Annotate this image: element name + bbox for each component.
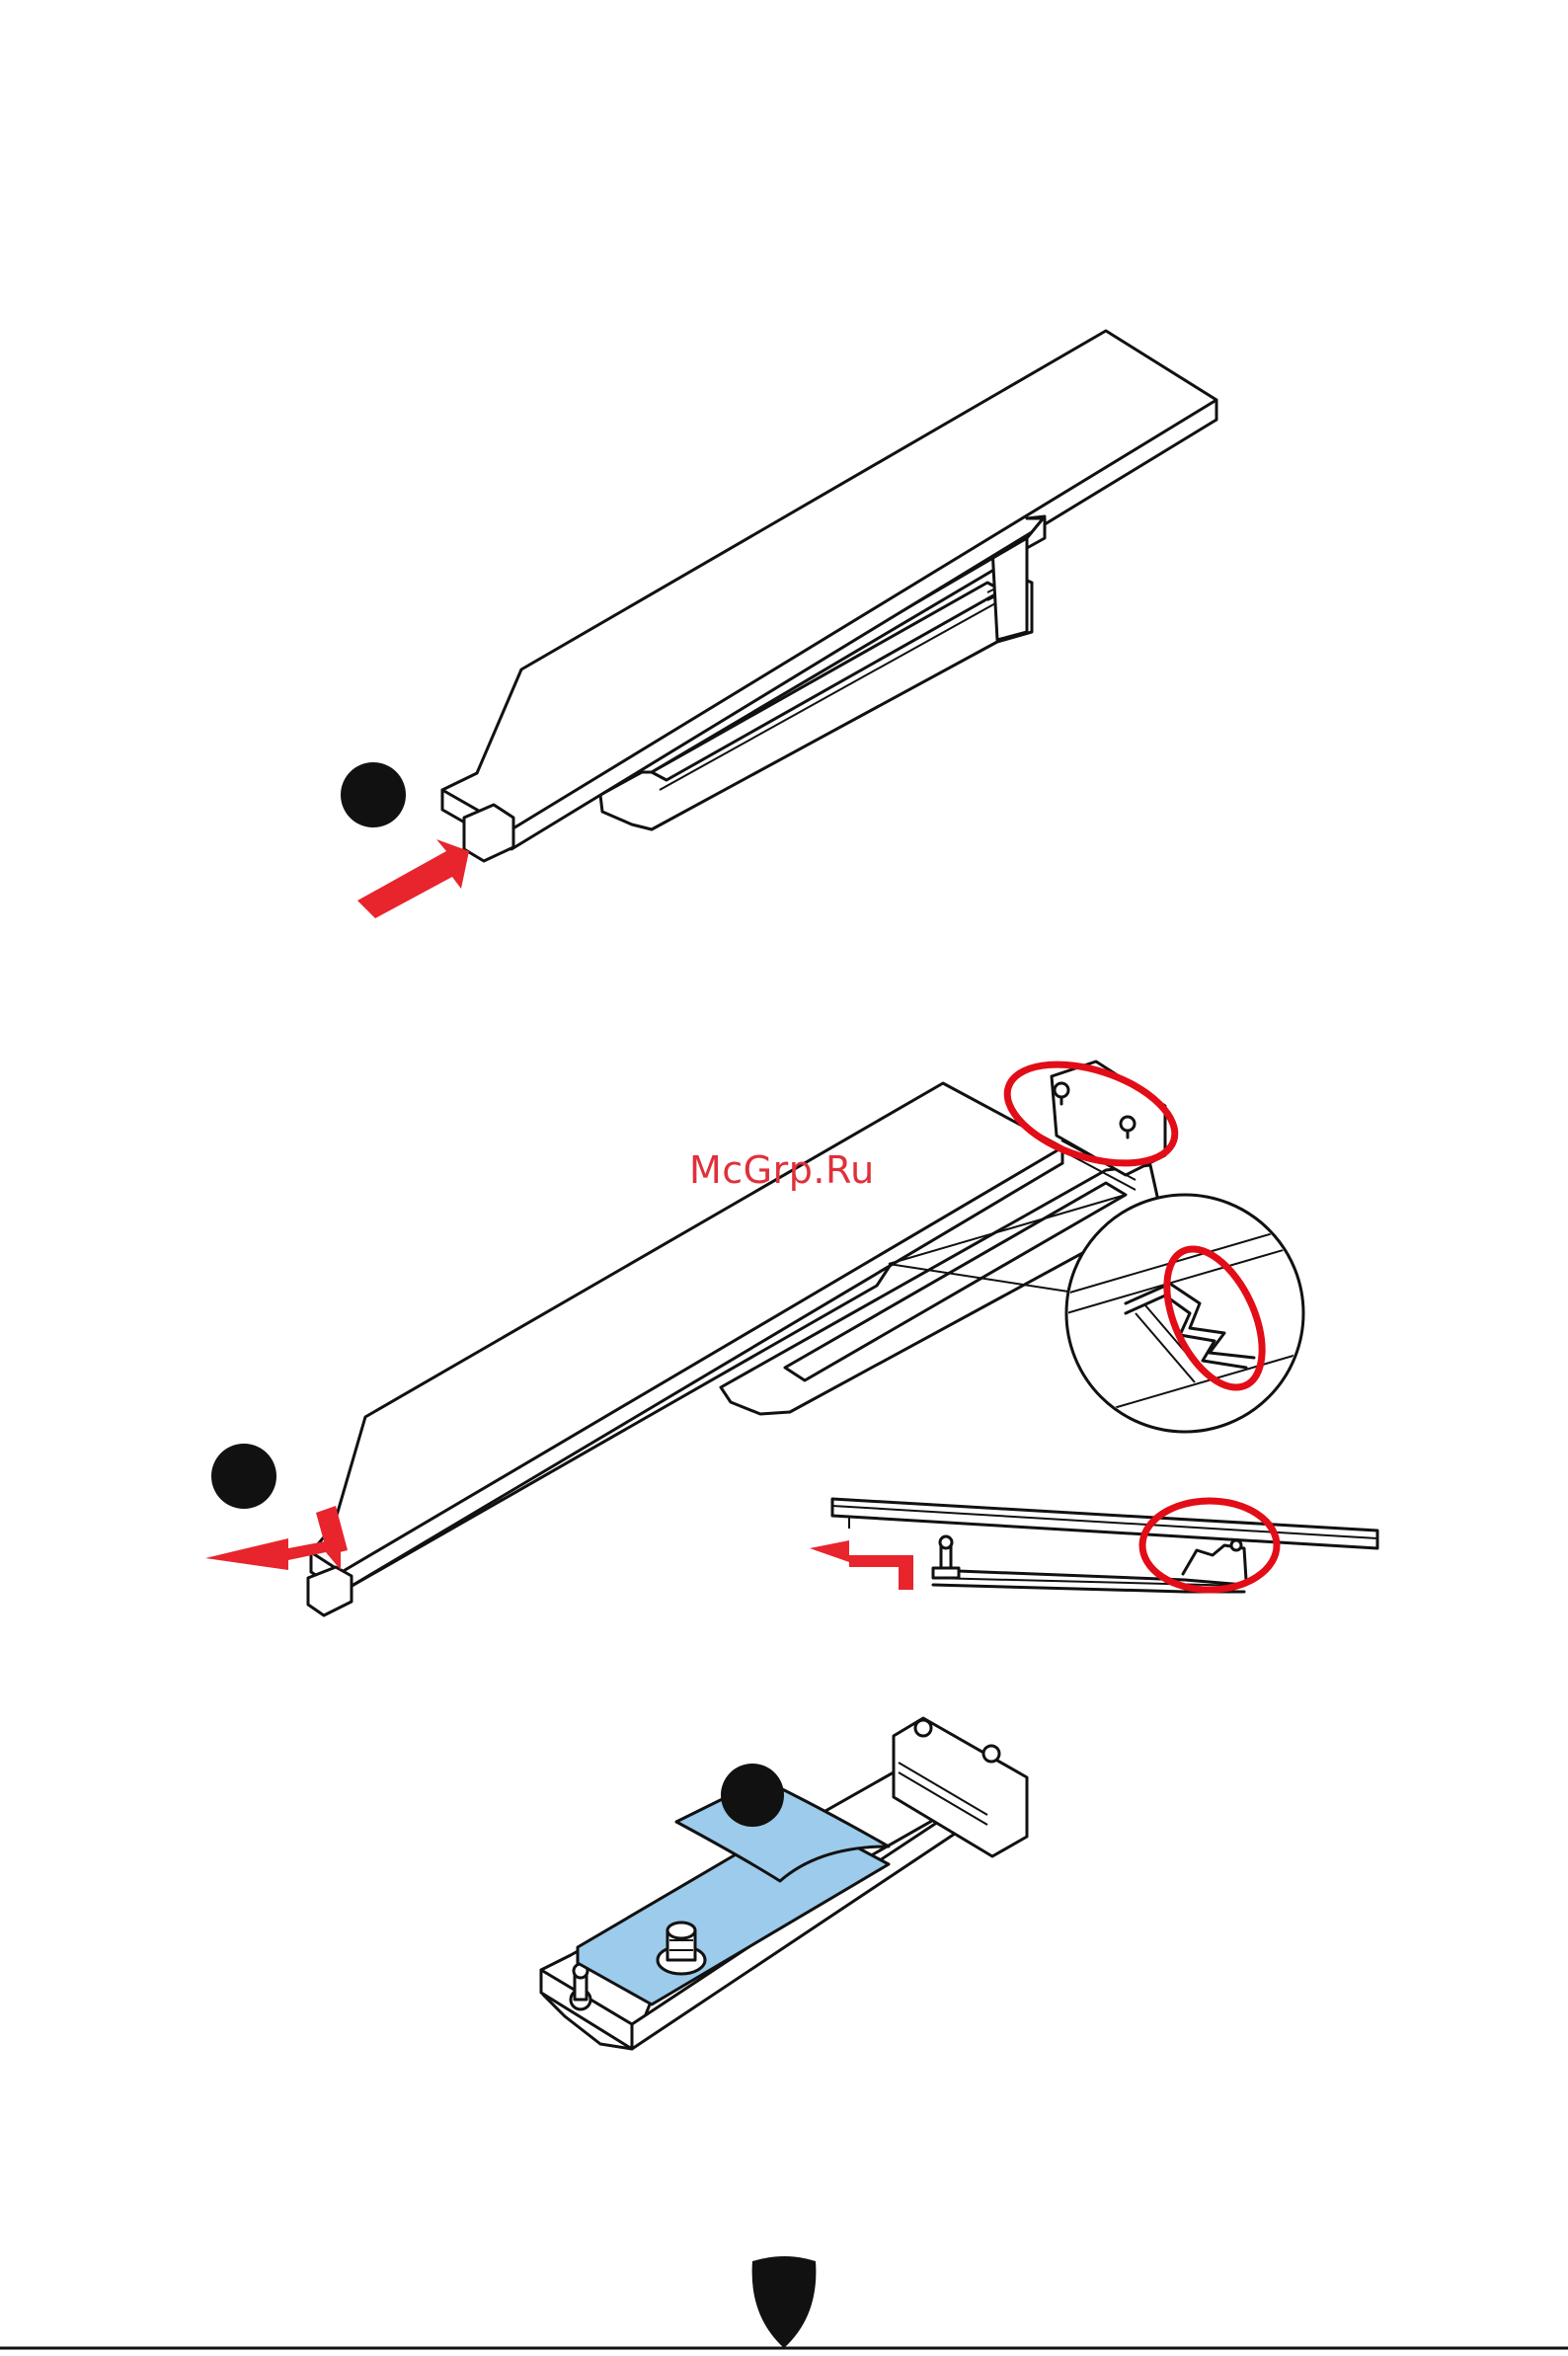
heatsink-icon bbox=[308, 1083, 1062, 1615]
latch-detail-icon bbox=[1066, 1195, 1303, 1432]
watermark-text: McGrp.Ru bbox=[689, 1148, 875, 1192]
step-marker-3-icon bbox=[721, 1764, 784, 1827]
side-pull-arrow-icon bbox=[810, 1540, 913, 1590]
side-latch-highlight-icon bbox=[1142, 1501, 1277, 1590]
shield-logo-icon bbox=[752, 2256, 817, 2348]
figure-thermal-pad bbox=[541, 1718, 1027, 2049]
side-view-icon bbox=[832, 1499, 1377, 1592]
figure-heatsink-remove bbox=[205, 1046, 1377, 1615]
heatsink-icon bbox=[442, 331, 1216, 861]
figure-heatsink-insert bbox=[341, 331, 1216, 918]
footer bbox=[0, 2256, 1568, 2348]
push-arrow-icon bbox=[357, 839, 469, 918]
step-marker-2-icon bbox=[211, 1444, 276, 1509]
step-marker-1-icon bbox=[341, 762, 406, 827]
